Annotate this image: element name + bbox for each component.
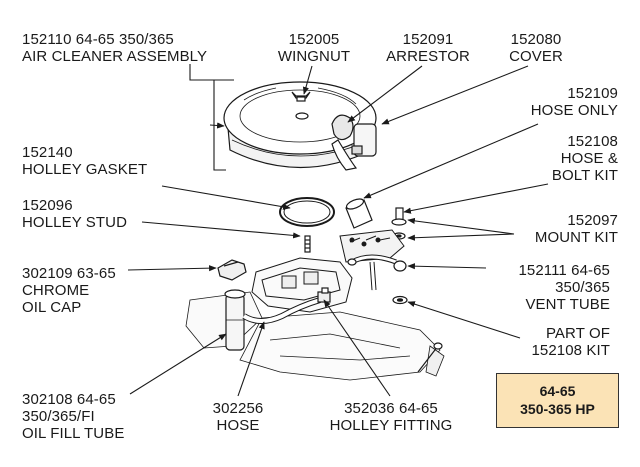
holley-fitting-name: HOLLEY FITTING <box>329 417 453 434</box>
holley-stud-name: HOLLEY STUD <box>22 214 128 231</box>
holley-fitting-part-number: 352036 64-65 <box>344 400 438 417</box>
hose-only-name: HOSE ONLY <box>530 102 618 119</box>
hose-bolt-kit-name-2: BOLT KIT <box>551 167 618 184</box>
label-hose-bolt-kit: 152108 HOSE & BOLT KIT <box>500 133 618 184</box>
air-cleaner-part-number: 152110 64-65 350/365 <box>22 31 174 48</box>
label-air-cleaner-assembly: 152110 64-65 350/365 AIR CLEANER ASSEMBL… <box>22 31 207 65</box>
label-wingnut: 152005 WINGNUT <box>272 31 356 65</box>
mount-kit-part-number: 152097 <box>567 212 618 229</box>
wingnut-drawing <box>291 91 311 102</box>
arrestor-drawing <box>331 114 377 171</box>
vent-tube-name-2: VENT TUBE <box>525 296 610 313</box>
vent-tube-part-number: 152111 64-65 <box>518 262 610 279</box>
vent-tube-drawing <box>347 254 407 291</box>
hose-bolt-kit-part-number: 152108 <box>567 133 618 150</box>
chrome-oil-cap-name-1: CHROME <box>22 282 90 299</box>
label-arrestor: 152091 ARRESTOR <box>378 31 478 65</box>
holley-stud-drawing <box>304 235 311 253</box>
cover-name: COVER <box>509 48 563 65</box>
wingnut-part-number: 152005 <box>288 31 340 48</box>
badge-years: 64-65 <box>539 383 576 399</box>
arrestor-part-number: 152091 <box>402 31 454 48</box>
oil-fill-tube-drawing <box>224 289 246 351</box>
oil-fill-tube-name-2: OIL FILL TUBE <box>22 425 125 442</box>
holley-gasket-drawing <box>279 197 335 227</box>
engine-spec-badge: 64-65 350-365 HP <box>496 373 619 428</box>
arrestor-name: ARRESTOR <box>386 48 470 65</box>
label-holley-gasket: 152140 HOLLEY GASKET <box>22 144 147 178</box>
mount-kit-name: MOUNT KIT <box>534 229 618 246</box>
hose-drawing <box>242 297 321 324</box>
hose-part-number: 302256 <box>212 400 264 417</box>
washer-drawing <box>392 295 408 305</box>
holley-gasket-part-number: 152140 <box>22 144 73 161</box>
oil-fill-tube-name-1: 350/365/FI <box>22 408 95 425</box>
label-holley-stud: 152096 HOLLEY STUD <box>22 197 127 231</box>
cover-part-number: 152080 <box>510 31 562 48</box>
chrome-oil-cap-name-2: OIL CAP <box>22 299 82 316</box>
dipstick-drawing <box>417 342 443 373</box>
label-hose-only: 152109 HOSE ONLY <box>480 85 618 119</box>
holley-stud-part-number: 152096 <box>22 197 73 214</box>
label-chrome-oil-cap: 302109 63-65 CHROME OIL CAP <box>22 265 116 316</box>
label-cover: 152080 COVER <box>496 31 576 65</box>
label-hose: 302256 HOSE <box>198 400 278 434</box>
part-of-kit-line-1: PART OF <box>545 325 610 342</box>
label-oil-fill-tube: 302108 64-65 350/365/FI OIL FILL TUBE <box>22 391 124 442</box>
oil-fill-tube-part-number: 302108 64-65 <box>22 391 116 408</box>
vent-tube-name-1: 350/365 <box>555 279 610 296</box>
hose-name: HOSE <box>216 417 260 434</box>
air-cleaner-name: AIR CLEANER ASSEMBLY <box>22 48 208 65</box>
leader-lines <box>127 64 549 397</box>
wingnut-name: WINGNUT <box>277 48 351 65</box>
label-mount-kit: 152097 MOUNT KIT <box>500 212 618 246</box>
chrome-oil-cap-drawing <box>217 259 247 281</box>
label-vent-tube: 152111 64-65 350/365 VENT TUBE <box>488 262 610 313</box>
hose-only-drawing <box>345 198 373 229</box>
part-of-kit-line-2: 152108 KIT <box>531 342 610 359</box>
holley-gasket-name: HOLLEY GASKET <box>22 161 148 178</box>
hose-bolt-kit-name-1: HOSE & <box>560 150 618 167</box>
hose-only-part-number: 152109 <box>567 85 618 102</box>
badge-horsepower: 350-365 HP <box>520 401 595 417</box>
label-holley-fitting: 352036 64-65 HOLLEY FITTING <box>326 400 456 434</box>
label-part-of-kit: PART OF 152108 KIT <box>500 325 610 359</box>
chrome-oil-cap-part-number: 302109 63-65 <box>22 265 116 282</box>
carburetor-drawing <box>185 229 445 381</box>
